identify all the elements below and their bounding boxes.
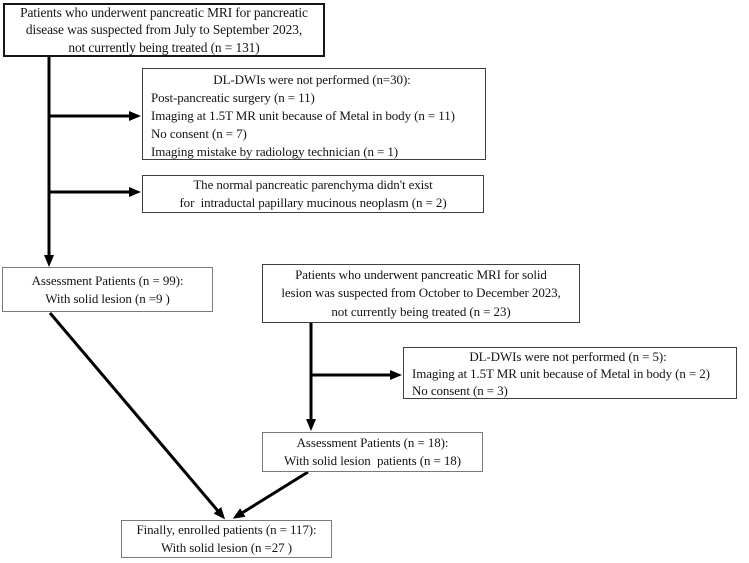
box-list-item: Imaging mistake by radiology technician … xyxy=(151,144,399,159)
box-title: DL-DWIs were not performed (n = 5): xyxy=(469,349,667,364)
arrow-assessment99-to-enrolled xyxy=(48,312,226,520)
box-text-line: With solid lesion (n =27 ) xyxy=(161,540,292,555)
box-list-item: Imaging at 1.5T MR unit because of Metal… xyxy=(412,365,710,381)
box-text-line: lesion was suspected from October to Dec… xyxy=(281,285,561,301)
box-assessment-99: Assessment Patients (n = 99): With solid… xyxy=(2,267,213,312)
box-excluded-parenchyma: The normal pancreatic parenchyma didn't … xyxy=(142,175,484,213)
box-list-item: No consent (n = 3) xyxy=(412,382,508,398)
box-list-item: Post-pancreatic surgery (n = 11) xyxy=(151,90,315,105)
box-text-line: With solid lesion (n =9 ) xyxy=(45,290,170,306)
box-text-line: for intraductal papillary mucinous neopl… xyxy=(179,195,447,210)
box-text-line: not currently being treated (n = 131) xyxy=(68,39,260,55)
arrow-assessment18-to-enrolled xyxy=(232,470,309,519)
box-text-line: The normal pancreatic parenchyma didn't … xyxy=(193,177,433,192)
box-text-line: disease was suspected from July to Septe… xyxy=(25,22,303,38)
box-text-line: Assessment Patients (n = 18): xyxy=(296,435,449,450)
box-text-line: Finally, enrolled patients (n = 117): xyxy=(136,522,317,537)
box-assessment-18: Assessment Patients (n = 18): With solid… xyxy=(262,432,483,472)
box-excluded-dldwi-5: DL-DWIs were not performed (n = 5): Imag… xyxy=(403,347,737,399)
box-text-line: not currently being treated (n = 23) xyxy=(331,303,511,319)
box-solid-cohort: Patients who underwent pancreatic MRI fo… xyxy=(262,264,580,323)
box-text-line: Assessment Patients (n = 99): xyxy=(31,272,184,288)
box-list-item: No consent (n = 7) xyxy=(151,126,247,141)
box-list-item: Imaging at 1.5T MR unit because of Metal… xyxy=(151,108,455,123)
box-text-line: With solid lesion patients (n = 18) xyxy=(284,453,461,468)
box-initial-cohort: Patients who underwent pancreatic MRI fo… xyxy=(3,3,325,57)
box-text-line: Patients who underwent pancreatic MRI fo… xyxy=(20,4,308,20)
box-enrolled-final: Finally, enrolled patients (n = 117): Wi… xyxy=(121,520,332,558)
box-excluded-dldwi-30: DL-DWIs were not performed (n=30): Post-… xyxy=(142,68,486,160)
box-title: DL-DWIs were not performed (n=30): xyxy=(213,72,411,87)
box-text-line: Patients who underwent pancreatic MRI fo… xyxy=(295,267,547,283)
